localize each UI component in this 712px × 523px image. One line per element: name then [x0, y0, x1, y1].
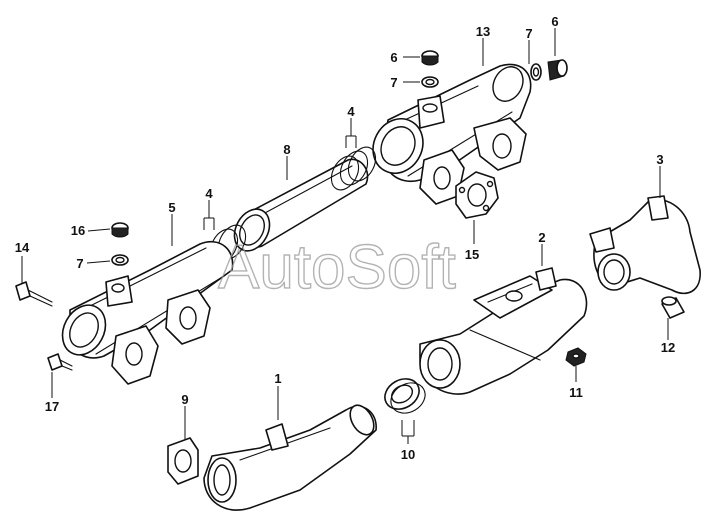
callout-6-right: 6 [551, 14, 558, 29]
watermark-text: AutoSoft [218, 233, 456, 302]
callout-6-top: 6 [390, 50, 397, 65]
callout-8: 8 [283, 142, 290, 157]
callout-labels: 1 2 3 4 4 5 6 6 7 7 7 8 9 10 11 12 13 14… [15, 14, 675, 462]
sealing-washer-left [111, 254, 129, 266]
hex-nut [565, 347, 587, 367]
screw-plug-top [421, 50, 439, 66]
callout-3: 3 [656, 152, 663, 167]
short-bolt [47, 353, 73, 371]
callout-14: 14 [15, 240, 30, 255]
callout-10: 10 [401, 447, 415, 462]
down-pipe-gasket [167, 437, 199, 485]
callout-4-upper: 4 [347, 104, 355, 119]
sealing-washer-right [530, 63, 542, 81]
callout-12: 12 [661, 340, 675, 355]
callout-11: 11 [569, 385, 583, 400]
callout-7-right: 7 [525, 26, 532, 41]
sealing-washer-top [421, 76, 439, 88]
screw-plug-right [547, 59, 568, 81]
callout-17: 17 [45, 399, 59, 414]
long-bolt [15, 281, 53, 307]
clamp-ring [384, 378, 426, 414]
callout-7-top: 7 [390, 75, 397, 90]
callout-7-left: 7 [76, 256, 83, 271]
callout-4-lower: 4 [205, 186, 213, 201]
callout-13: 13 [476, 24, 490, 39]
manifold-section-front [61, 241, 234, 385]
callout-9: 9 [181, 392, 188, 407]
flange-gasket [455, 171, 499, 219]
turbo-inlet-pipe [419, 267, 588, 395]
callout-2: 2 [538, 230, 545, 245]
leader-lines [21, 28, 669, 444]
callout-15: 15 [465, 247, 479, 262]
bend-pipe [589, 195, 701, 295]
callout-5: 5 [168, 200, 175, 215]
spacer-sleeve [661, 296, 685, 319]
manifold-section-rear [372, 63, 532, 205]
screw-plug-left [111, 222, 129, 238]
callout-1: 1 [274, 371, 281, 386]
callout-16: 16 [71, 223, 85, 238]
down-pipe [203, 404, 377, 511]
